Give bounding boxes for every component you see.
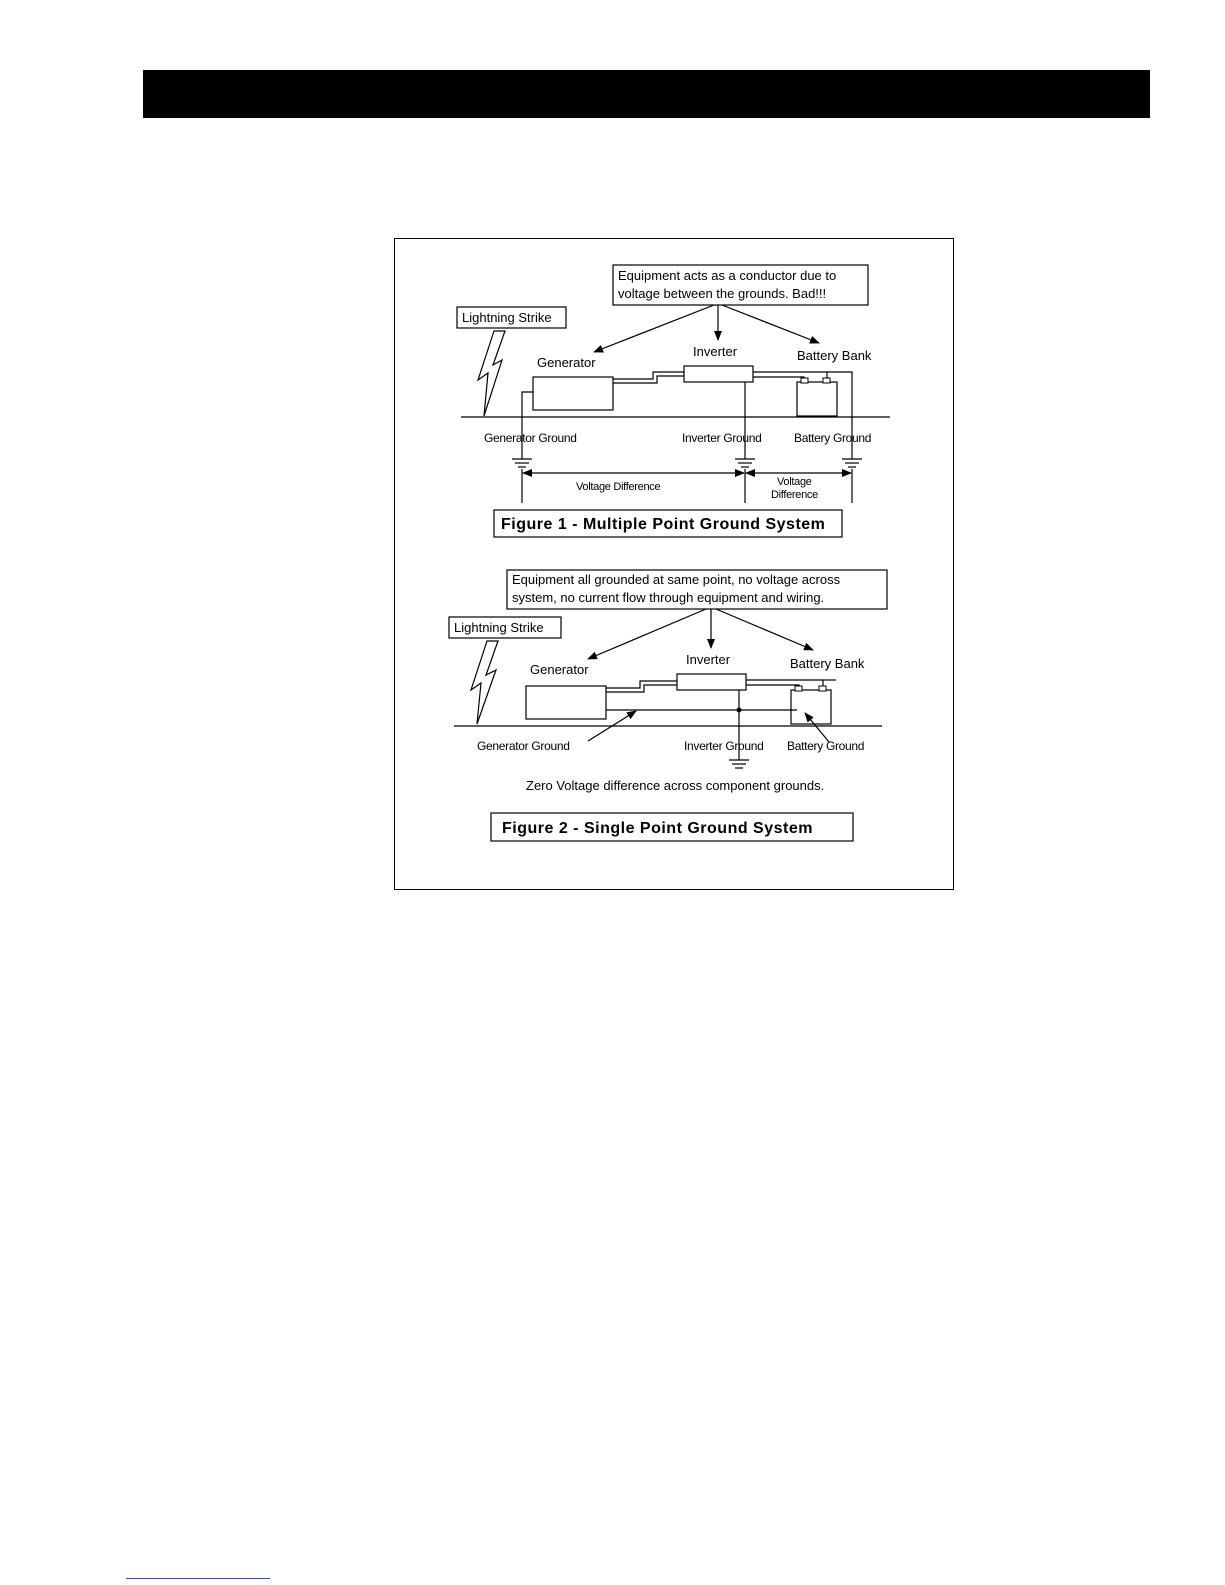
fig1-inverter-label: Inverter — [693, 344, 738, 359]
header-bar — [143, 70, 1150, 118]
fig1-inverter-ground-label: Inverter Ground — [682, 431, 762, 445]
fig2-callout-line2: system, no current flow through equipmen… — [512, 590, 824, 605]
fig1-voltage-difference-label: Voltage Difference — [576, 481, 660, 493]
fig1-battery-ground-label: Battery Ground — [794, 431, 871, 445]
fig2-zero-voltage-note: Zero Voltage difference across component… — [526, 778, 824, 793]
fig1-lightning-label-box — [456, 306, 567, 329]
fig2-ground-junction — [736, 707, 742, 713]
fig1-generator-ground-wire — [521, 391, 533, 459]
fig2-inverter-label: Inverter — [686, 652, 731, 667]
fig1-caption: Figure 1 - Multiple Point Ground System — [501, 516, 825, 533]
lightning-bolt-icon — [469, 640, 499, 725]
fig2-lightning-label-box — [448, 616, 562, 639]
fig1-voltage-difference-right-line1: Voltage — [777, 476, 812, 488]
fig2-cable-b — [606, 684, 677, 693]
fig1-caption-box — [493, 509, 843, 538]
fig1-generator-box — [532, 376, 614, 411]
fig1-cable-a — [613, 371, 684, 380]
fig2-caption: Figure 2 - Single Point Ground System — [502, 820, 813, 837]
fig2-caption-box — [490, 812, 854, 842]
lightning-bolt-icon — [476, 330, 506, 417]
fig1-battery-terminal-pos — [822, 377, 831, 384]
fig1-voltage-difference-right-line2: Difference — [771, 489, 818, 501]
fig2-lightning-label: Lightning Strike — [454, 620, 544, 635]
fig2-generator-ground-label: Generator Ground — [477, 739, 570, 753]
fig2-inverter-ground-label: Inverter Ground — [684, 739, 764, 753]
fig1-inverter-ground-symbol-icon — [735, 458, 755, 468]
fig1-callout-line1: Equipment acts as a conductor due to — [618, 268, 836, 283]
fig2-cable-a — [606, 680, 677, 689]
fig2-battery-box — [790, 689, 832, 725]
fig1-generator-ground-label: Generator Ground — [484, 431, 577, 445]
fig2-cable-d — [746, 684, 800, 690]
fig2-battery-label: Battery Bank — [790, 656, 865, 671]
footer-link-underline[interactable] — [126, 1578, 270, 1579]
fig1-battery-ground-wire — [827, 371, 853, 459]
fig1-battery-terminal-neg — [800, 377, 809, 384]
figure-2: Equipment all grounded at same point, no… — [448, 569, 888, 842]
fig2-callout-line1: Equipment all grounded at same point, no… — [512, 572, 841, 587]
fig1-arrow-generator — [593, 304, 715, 353]
fig2-generator-label: Generator — [530, 662, 589, 677]
fig1-battery-label: Battery Bank — [797, 348, 872, 363]
fig2-battery-ground-label: Battery Ground — [787, 739, 864, 753]
fig2-callout-box — [506, 569, 888, 610]
fig2-inverter-box — [676, 673, 747, 691]
fig1-generator-label: Generator — [537, 355, 596, 370]
fig1-generator-ground-symbol-icon — [512, 458, 532, 468]
fig2-battery-terminal-neg — [794, 685, 803, 692]
fig1-cable-b — [613, 375, 684, 384]
fig1-lightning-label: Lightning Strike — [462, 310, 552, 325]
figure-1: Equipment acts as a conductor due to vol… — [456, 264, 890, 538]
fig1-callout-box — [612, 264, 869, 306]
fig2-arrow-battery — [715, 608, 814, 651]
fig2-ground-symbol-icon — [729, 759, 749, 769]
fig2-generator-ground-arrow — [587, 710, 637, 742]
fig1-cable-d — [753, 376, 805, 382]
fig1-battery-box — [796, 381, 838, 417]
fig2-generator-box — [525, 685, 607, 720]
fig2-battery-terminal-pos — [818, 685, 827, 692]
fig2-arrow-generator — [587, 608, 707, 660]
fig1-battery-ground-symbol-icon — [842, 458, 862, 468]
fig1-inverter-box — [683, 365, 754, 383]
fig2-battery-ground-arrow — [804, 712, 830, 743]
figure-frame — [394, 238, 954, 890]
fig1-arrow-battery — [721, 304, 820, 344]
fig1-callout-line2: voltage between the grounds. Bad!!! — [618, 286, 826, 301]
